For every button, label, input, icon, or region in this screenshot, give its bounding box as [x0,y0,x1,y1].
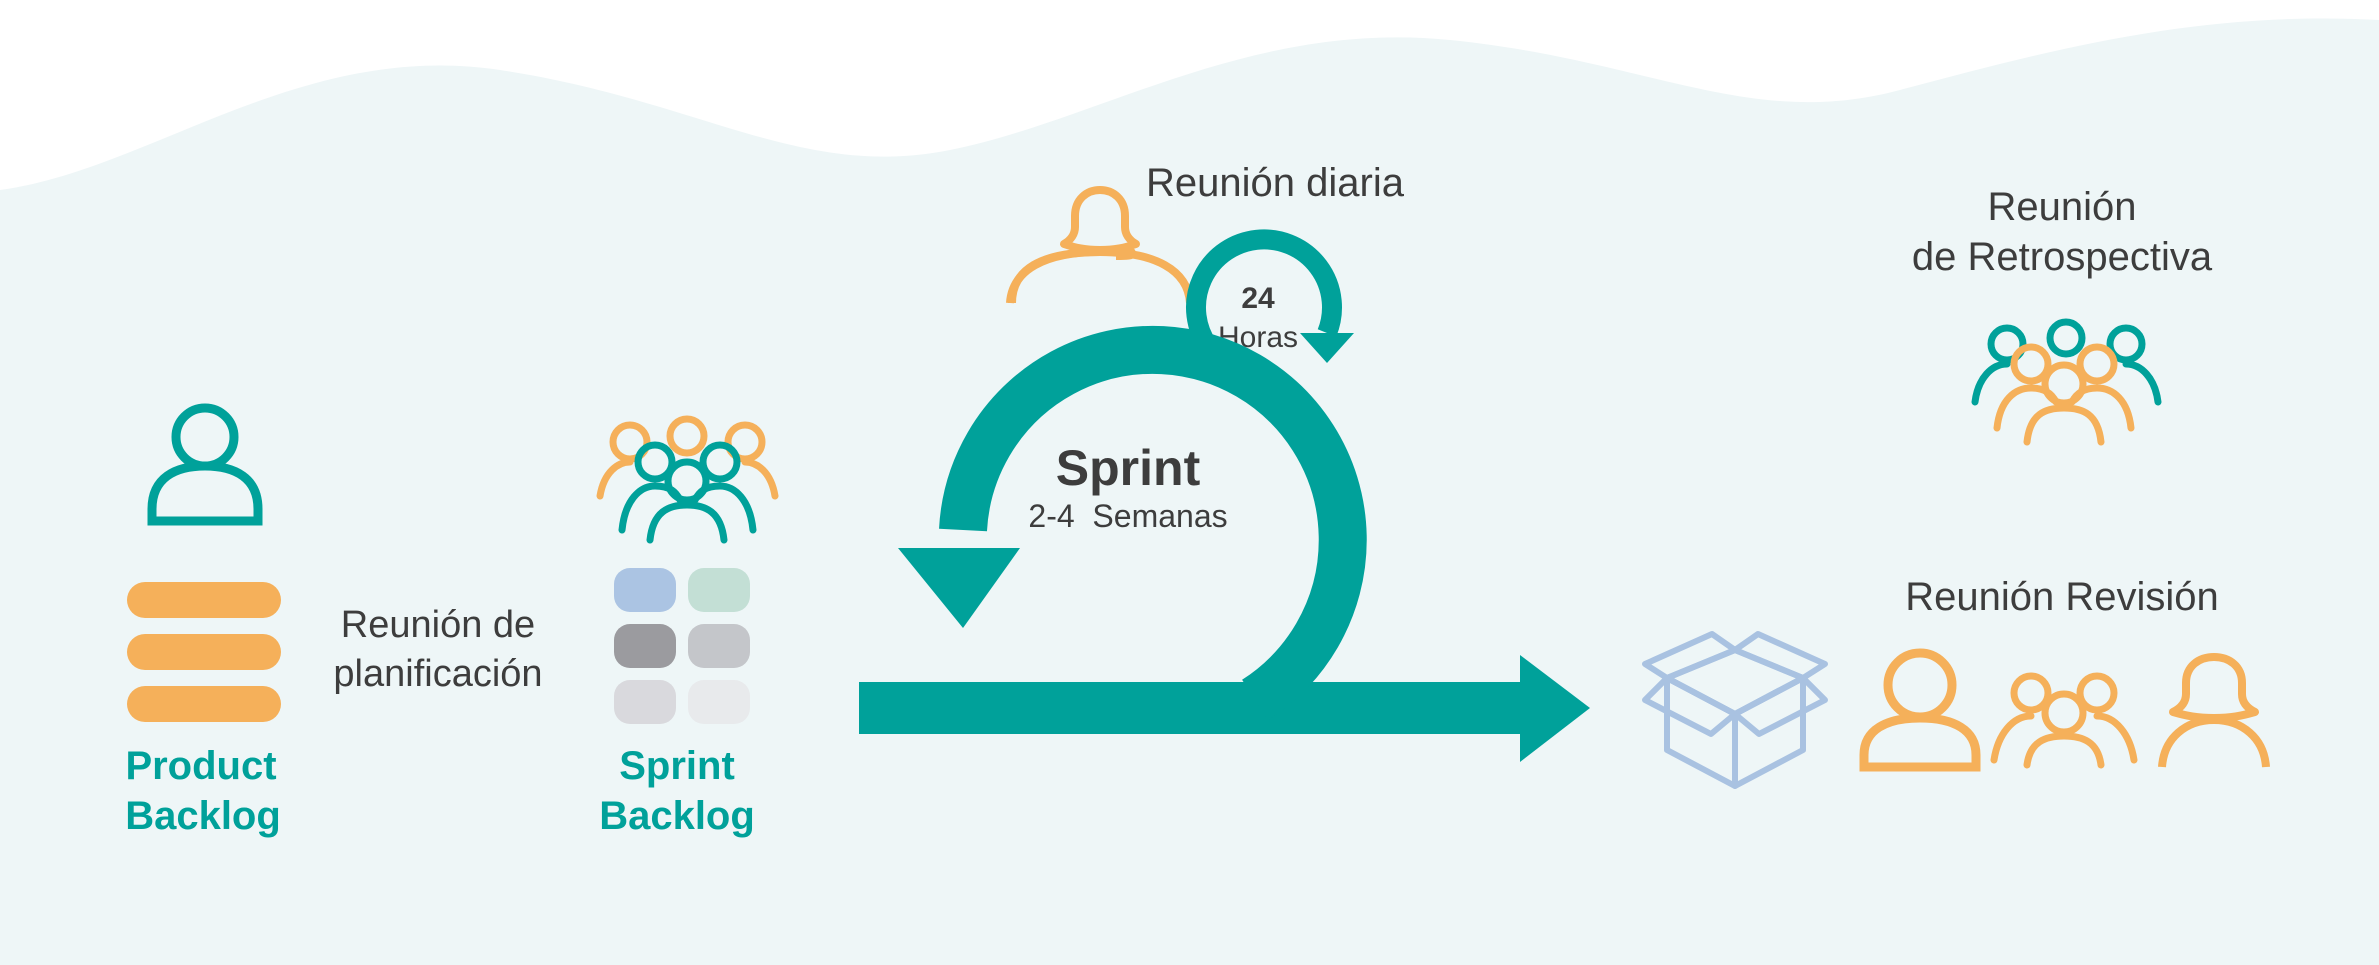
dev-team-group-icon [596,415,779,544]
review-group-icon [1990,672,2138,769]
sprint-title: Sprint [1056,440,1201,496]
sprint-backlog-label-2: Backlog [599,794,755,838]
retrospective-group-icon [1971,318,2162,446]
product-backlog-label-1: Product [125,744,276,788]
box-icon [1642,631,1828,789]
daily-cycle-arrow-icon [1186,229,1354,363]
retrospective-label-1: Reunión [1987,185,2136,229]
retrospective-label-2: de Retrospectiva [1912,235,2213,279]
sprint-backlog-tasks-icon [614,568,750,724]
background-wave [0,18,2379,965]
review-woman-icon [2158,653,2270,768]
product-backlog-label-2: Backlog [125,794,281,838]
sprint-cycle-arrow-icon [859,325,1590,762]
woman-icon [1006,186,1194,304]
planning-meeting-label-2: planificación [333,653,542,695]
sprint-backlog-label-1: Sprint [619,744,735,788]
review-person-icon [1859,648,1981,772]
daily-hours-value: 24 [1241,282,1275,315]
backlog-bars-icon [127,582,281,722]
planning-meeting-label-1: Reunión de [341,604,535,646]
sprint-duration: 2-4 Semanas [1028,498,1227,534]
product-owner-icon [147,403,263,526]
daily-meeting-label: Reunión diaria [1146,161,1405,205]
review-label: Reunión Revisión [1905,575,2219,619]
